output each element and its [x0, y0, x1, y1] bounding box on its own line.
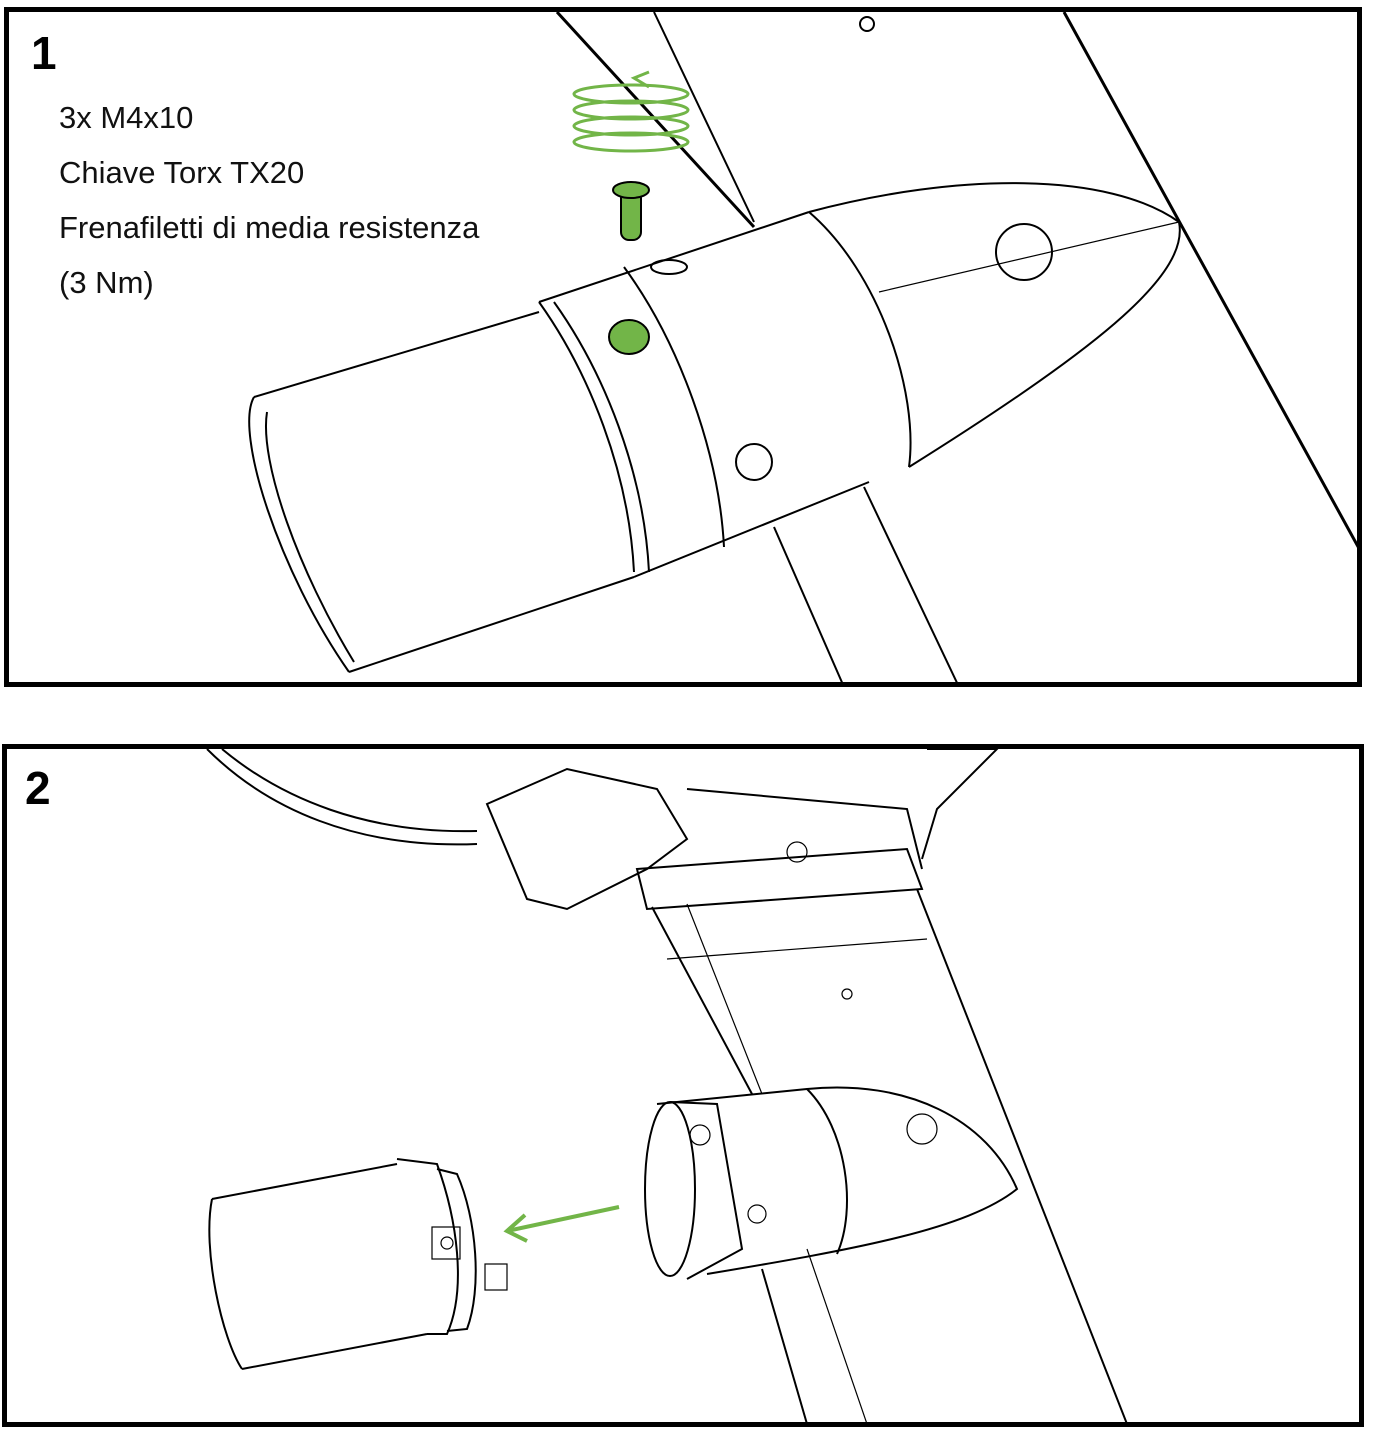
step-1-illustration — [248, 12, 1357, 682]
instruction-screws: 3x M4x10 — [59, 100, 194, 135]
step-1-instructions: 3x M4x10 Chiave Torx TX20 Frenafiletti d… — [59, 90, 479, 310]
rotation-arrow-icon — [572, 70, 690, 153]
installed-screw-icon — [608, 319, 650, 355]
step-2-panel: 2 — [2, 744, 1364, 1427]
step-1-panel: 1 3x M4x10 Chiave Torx TX20 Frenafiletti… — [4, 7, 1362, 687]
removal-arrow-icon — [503, 1205, 620, 1243]
instruction-torque: (3 Nm) — [59, 265, 154, 300]
screw-icon — [612, 181, 650, 241]
step-2-illustration — [206, 749, 1128, 1422]
step-number: 2 — [25, 762, 51, 814]
step-number: 1 — [31, 27, 57, 79]
instruction-threadlocker: Frenafiletti di media resistenza — [59, 210, 480, 245]
instruction-tool: Chiave Torx TX20 — [59, 155, 305, 190]
logo-badge — [995, 223, 1053, 281]
